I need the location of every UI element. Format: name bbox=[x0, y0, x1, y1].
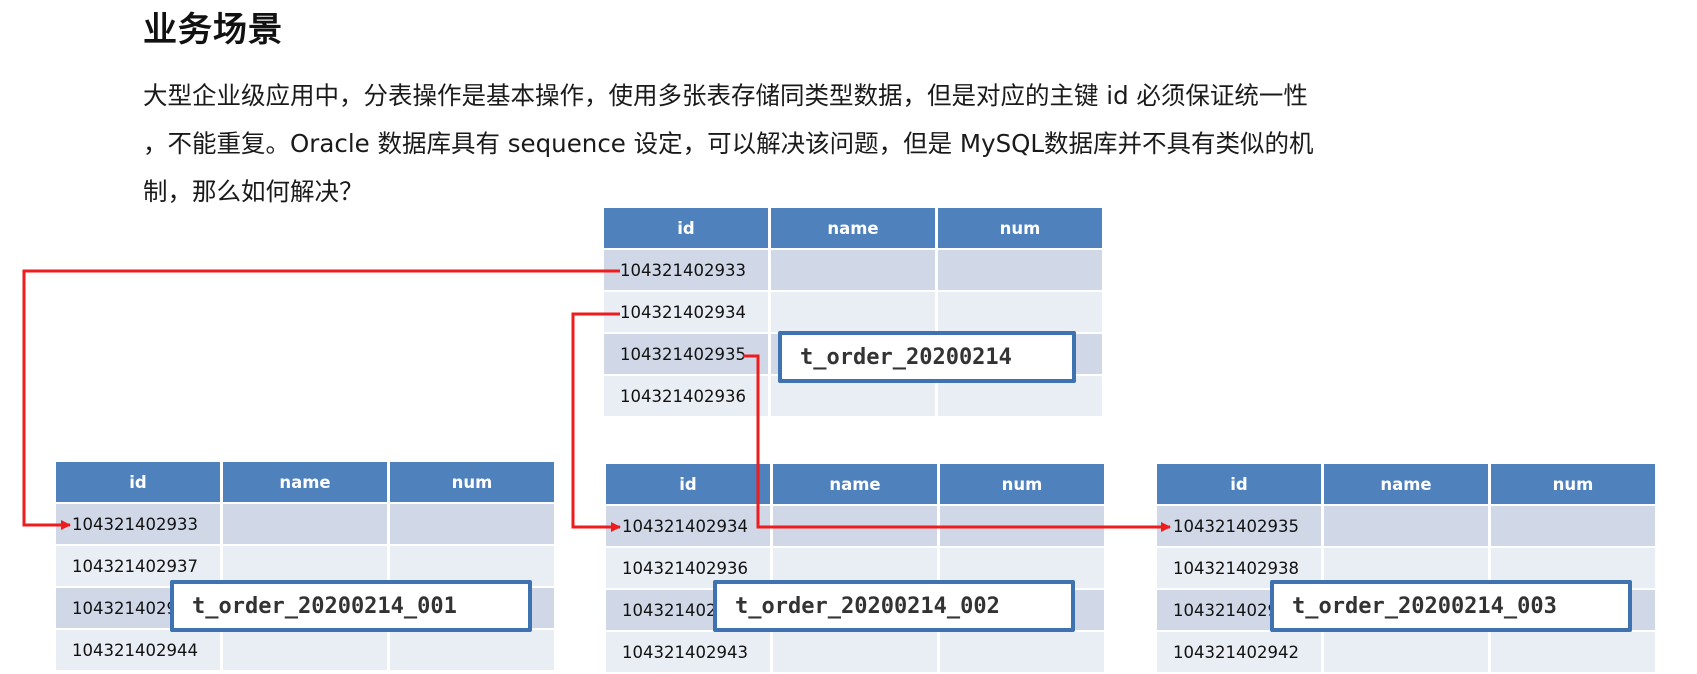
description-line-2: ，不能重复。Oracle 数据库具有 sequence 设定，可以解决该问题，但… bbox=[143, 129, 1314, 158]
header-num: num bbox=[1491, 464, 1655, 504]
num-cell bbox=[390, 630, 554, 670]
name-cell bbox=[1324, 506, 1488, 546]
id-cell: 104321402937 bbox=[56, 546, 220, 586]
id-cell: 104321402944 bbox=[56, 630, 220, 670]
header-name: name bbox=[1324, 464, 1488, 504]
header-id: id bbox=[56, 462, 220, 502]
num-cell bbox=[1491, 632, 1655, 672]
table-header: id name num bbox=[1157, 464, 1655, 504]
num-cell bbox=[390, 504, 554, 544]
header-id: id bbox=[604, 208, 768, 248]
name-cell bbox=[223, 504, 387, 544]
table-name-002: t_order_20200214_002 bbox=[713, 580, 1075, 632]
table-row: 104321402943 bbox=[606, 632, 1104, 672]
id-cell: 104321402933 bbox=[56, 504, 220, 544]
header-name: name bbox=[771, 208, 935, 248]
header-name: name bbox=[773, 464, 937, 504]
table-row: 104321402933 bbox=[56, 504, 554, 544]
id-cell: 104321402935 bbox=[1157, 506, 1321, 546]
id-cell: 104321402943 bbox=[606, 632, 770, 672]
table-name-main: t_order_20200214 bbox=[778, 331, 1076, 383]
description-line-3: 制，那么如何解决？ bbox=[143, 177, 364, 206]
table-001: id name num 104321402933 104321402937 10… bbox=[56, 462, 554, 672]
id-cell: 104321402936 bbox=[604, 376, 768, 416]
table-row: 104321402935 bbox=[1157, 506, 1655, 546]
table-row: 104321402937 bbox=[56, 546, 554, 586]
table-row: 104321402944 bbox=[56, 630, 554, 670]
header-name: name bbox=[223, 462, 387, 502]
table-main: id name num 104321402933 104321402934 10… bbox=[604, 208, 1102, 418]
table-row: 104321402942 bbox=[1157, 632, 1655, 672]
header-num: num bbox=[390, 462, 554, 502]
page-title: 业务场景 bbox=[143, 10, 283, 50]
num-cell bbox=[940, 632, 1104, 672]
id-cell: 104321402942 bbox=[1157, 632, 1321, 672]
id-cell: 104321402933 bbox=[604, 250, 768, 290]
id-cell: 104321402935 bbox=[604, 334, 768, 374]
num-cell bbox=[938, 292, 1102, 332]
name-cell bbox=[223, 546, 387, 586]
name-cell bbox=[773, 632, 937, 672]
table-row: 104321402933 bbox=[604, 250, 1102, 290]
table-row: 104321402934 bbox=[604, 292, 1102, 332]
header-id: id bbox=[606, 464, 770, 504]
header-num: num bbox=[940, 464, 1104, 504]
num-cell bbox=[390, 546, 554, 586]
id-cell: 104321402934 bbox=[604, 292, 768, 332]
num-cell bbox=[1491, 506, 1655, 546]
table-header: id name num bbox=[606, 464, 1104, 504]
header-num: num bbox=[938, 208, 1102, 248]
id-cell: 104321402934 bbox=[606, 506, 770, 546]
description-line-1: 大型企业级应用中，分表操作是基本操作，使用多张表存储同类型数据，但是对应的主键 … bbox=[143, 81, 1308, 110]
name-cell bbox=[1324, 632, 1488, 672]
table-header: id name num bbox=[56, 462, 554, 502]
name-cell bbox=[223, 630, 387, 670]
description: 大型企业级应用中，分表操作是基本操作，使用多张表存储同类型数据，但是对应的主键 … bbox=[143, 72, 1423, 216]
header-id: id bbox=[1157, 464, 1321, 504]
arrow-935-to-003 bbox=[743, 354, 1171, 532]
arrow-934-to-002 bbox=[571, 312, 621, 532]
arrow-933-to-001 bbox=[22, 269, 620, 530]
name-cell bbox=[771, 250, 935, 290]
table-name-003: t_order_20200214_003 bbox=[1270, 580, 1632, 632]
table-name-001: t_order_20200214_001 bbox=[170, 580, 532, 632]
name-cell bbox=[771, 292, 935, 332]
table-header: id name num bbox=[604, 208, 1102, 248]
num-cell bbox=[938, 250, 1102, 290]
